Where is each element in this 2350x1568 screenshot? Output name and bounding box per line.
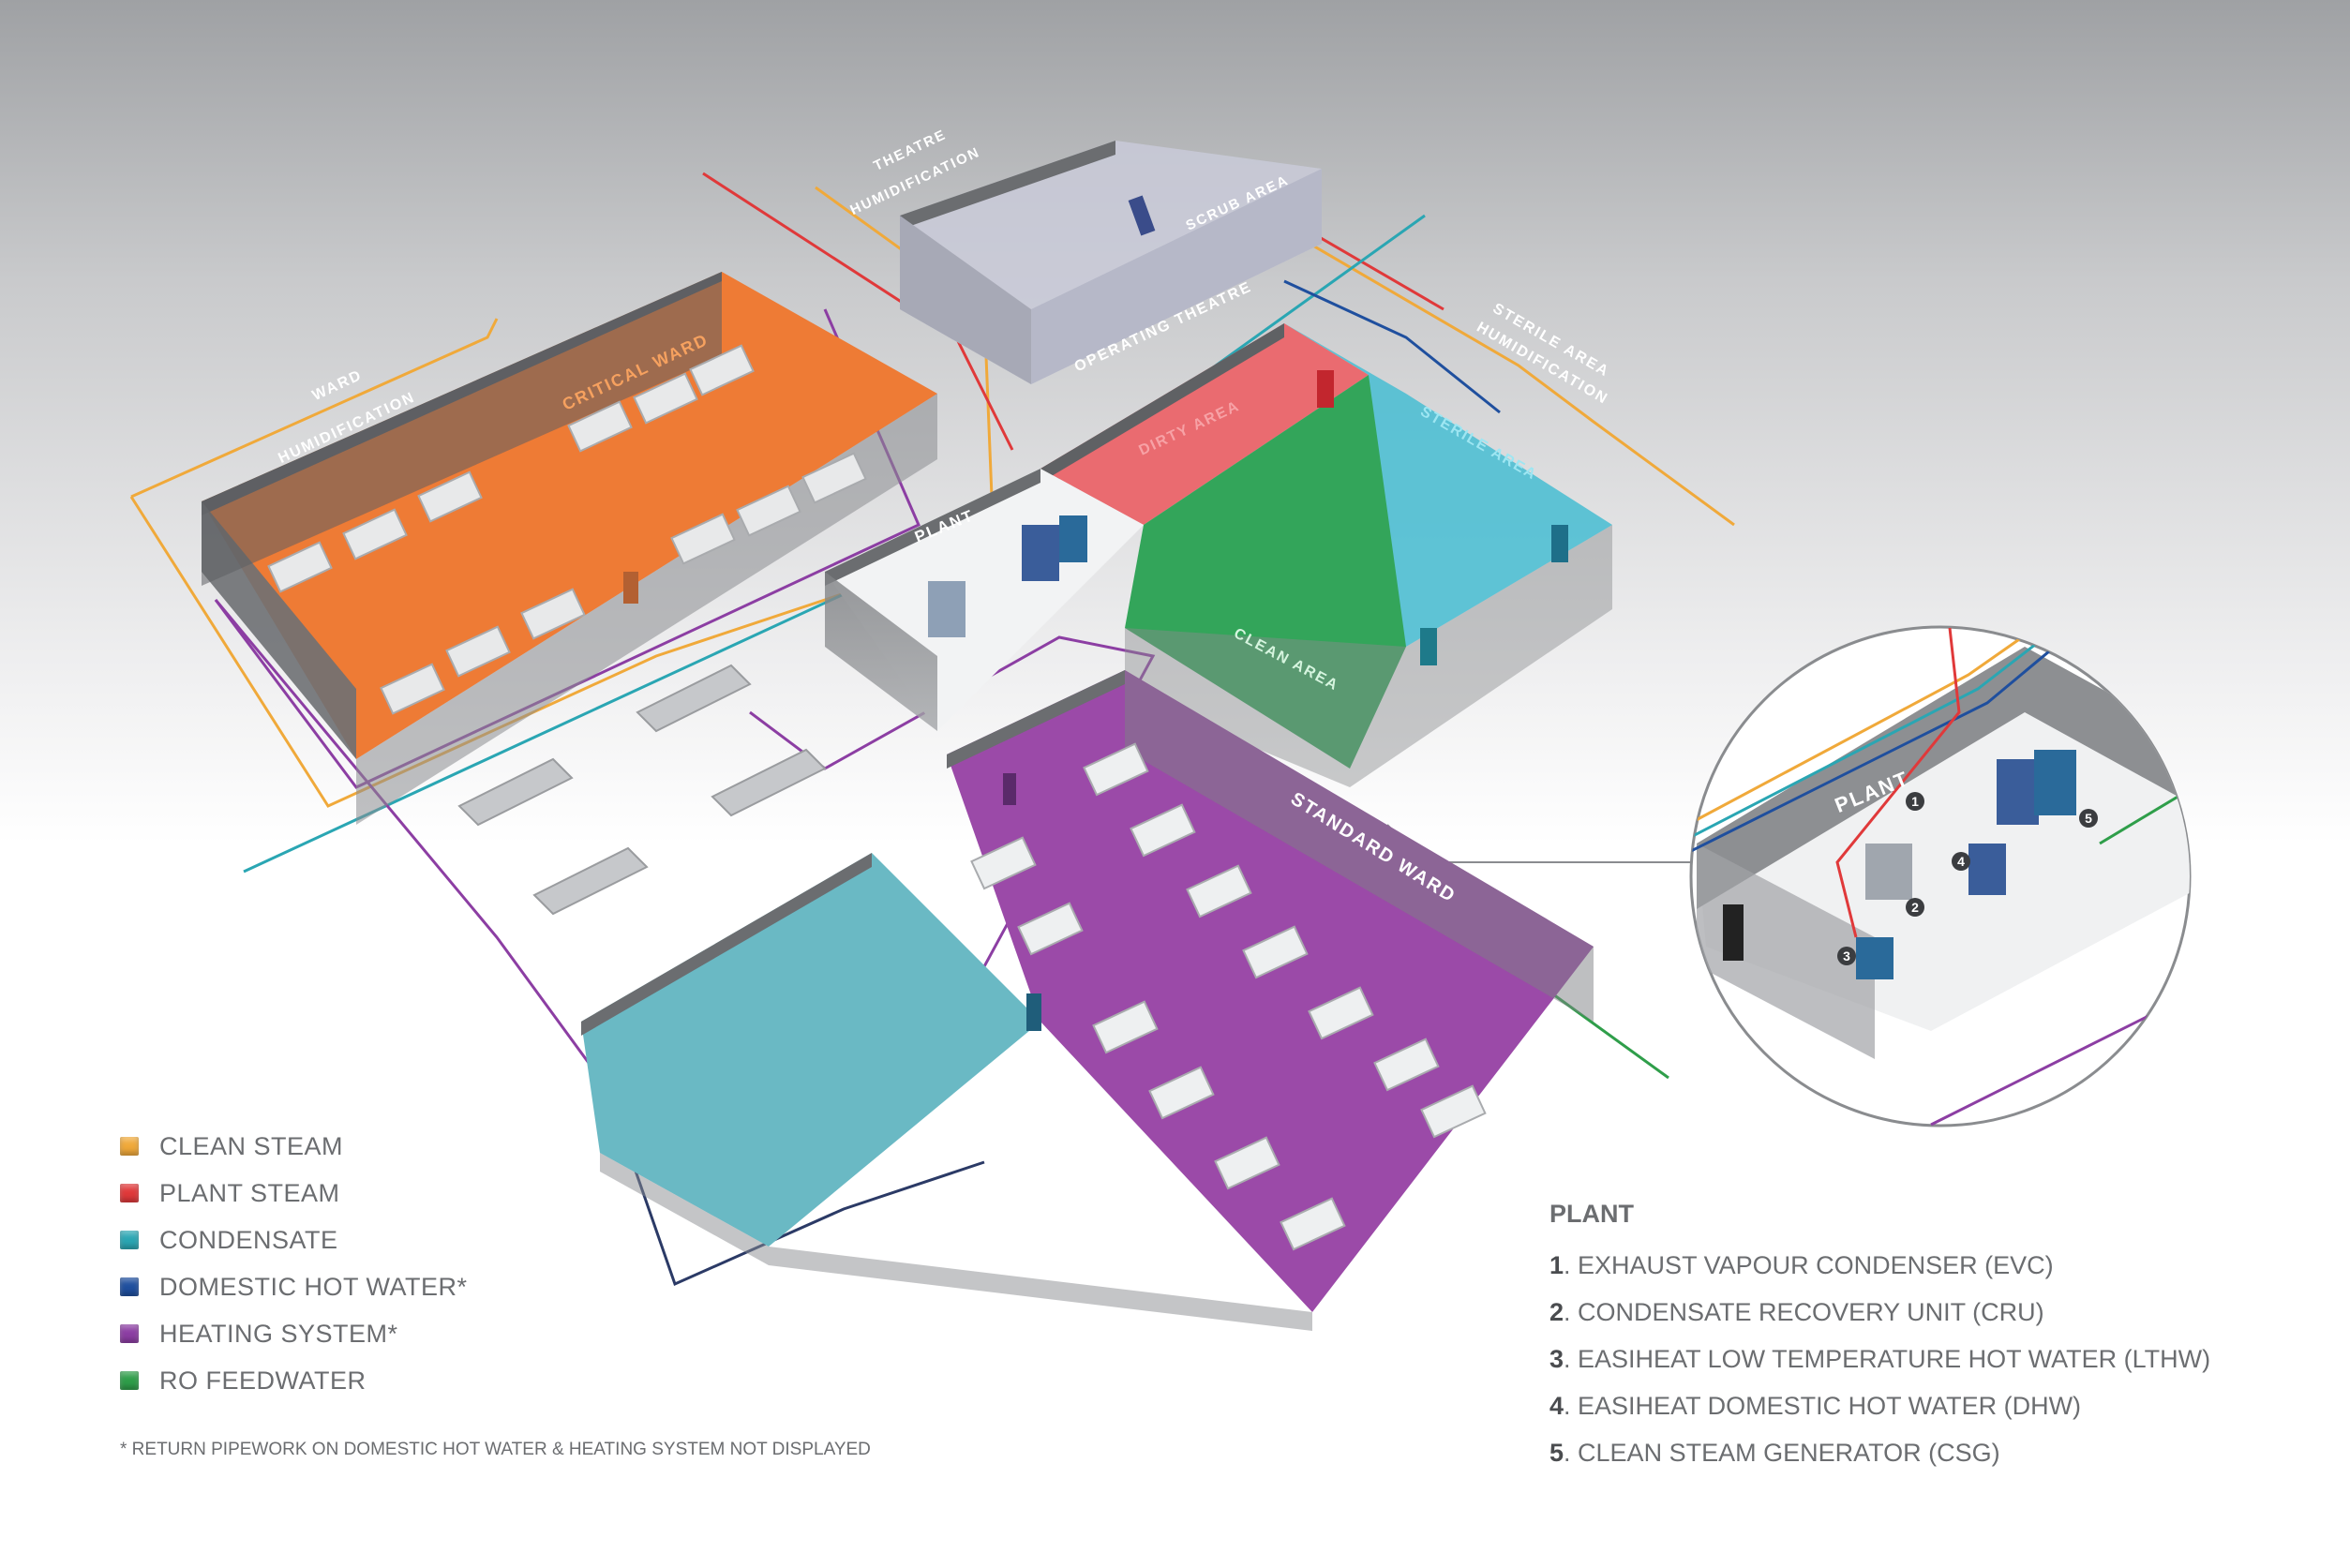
- legend-item-ro-feedwater: RO FEEDWATER: [120, 1357, 776, 1404]
- legend-item-heating-system: HEATING SYSTEM*: [120, 1310, 776, 1357]
- legend-label: RO FEEDWATER: [159, 1366, 367, 1396]
- legend-item-clean-steam: CLEAN STEAM: [120, 1123, 776, 1170]
- plant-key: PLANT 1. EXHAUST VAPOUR CONDENSER (EVC) …: [1549, 1195, 2318, 1476]
- legend-item-condensate: CONDENSATE: [120, 1217, 776, 1263]
- legend-label: HEATING SYSTEM*: [159, 1320, 398, 1349]
- critical-ward-room: CRITICAL WARD: [202, 272, 937, 825]
- legend-swatch-plant-steam: [120, 1184, 139, 1202]
- svg-text:5: 5: [2085, 811, 2092, 826]
- plant-key-item: 4. EASIHEAT DOMESTIC HOT WATER (DHW): [1549, 1382, 2318, 1429]
- ward-humidification-label-1: WARD: [310, 367, 366, 404]
- plant-key-item: 1. EXHAUST VAPOUR CONDENSER (EVC): [1549, 1242, 2318, 1289]
- plant-key-item: 5. CLEAN STEAM GENERATOR (CSG): [1549, 1429, 2318, 1476]
- legend-swatch-heating-system: [120, 1324, 139, 1343]
- legend-label: PLANT STEAM: [159, 1179, 340, 1208]
- legend-label: DOMESTIC HOT WATER*: [159, 1273, 468, 1302]
- legend-swatch-ro-feedwater: [120, 1371, 139, 1390]
- legend-label: CONDENSATE: [159, 1226, 338, 1255]
- plant-key-item: 3. EASIHEAT LOW TEMPERATURE HOT WATER (L…: [1549, 1336, 2318, 1382]
- legend-item-plant-steam: PLANT STEAM: [120, 1170, 776, 1217]
- legend-swatch-condensate: [120, 1231, 139, 1249]
- plant-key-title: PLANT: [1549, 1195, 2318, 1242]
- svg-text:3: 3: [1843, 948, 1850, 963]
- svg-text:1: 1: [1911, 794, 1919, 809]
- legend-swatch-clean-steam: [120, 1137, 139, 1156]
- svg-text:2: 2: [1911, 900, 1919, 915]
- legend-item-domestic-hot-water: DOMESTIC HOT WATER*: [120, 1263, 776, 1310]
- plant-inset: PLANT 1 2 3 4 5: [1687, 609, 2212, 1126]
- pipe-legend: CLEAN STEAM PLANT STEAM CONDENSATE DOMES…: [120, 1123, 776, 1404]
- svg-text:4: 4: [1957, 854, 1965, 869]
- plant-key-item: 2. CONDENSATE RECOVERY UNIT (CRU): [1549, 1289, 2318, 1336]
- legend-footnote: * RETURN PIPEWORK ON DOMESTIC HOT WATER …: [120, 1440, 871, 1460]
- legend-label: CLEAN STEAM: [159, 1132, 343, 1161]
- legend-swatch-domestic-hot-water: [120, 1277, 139, 1296]
